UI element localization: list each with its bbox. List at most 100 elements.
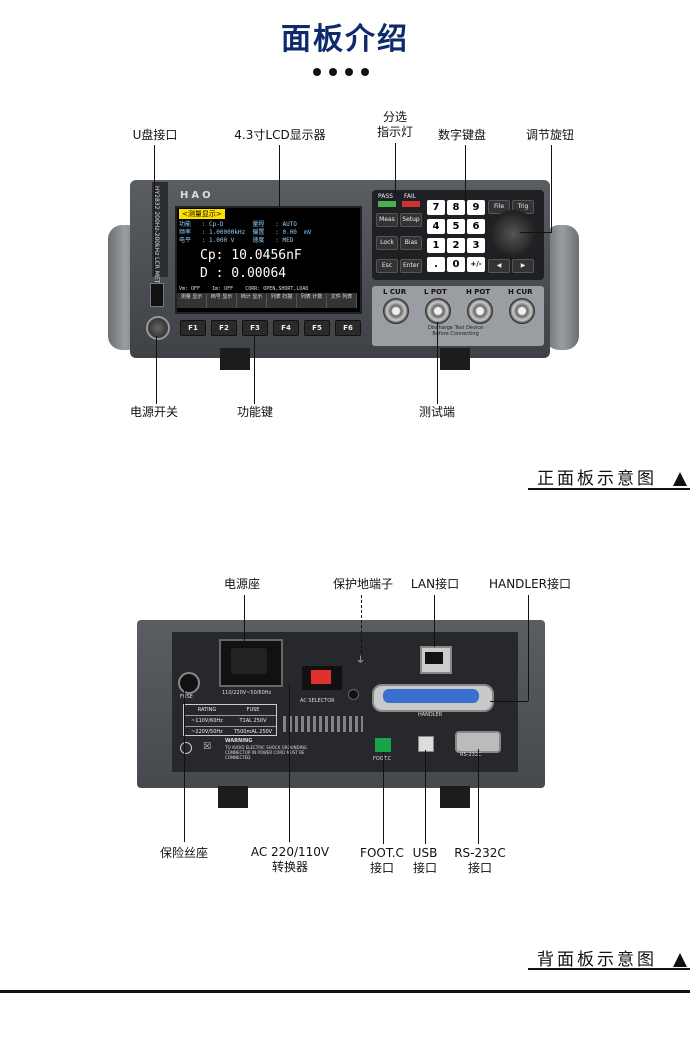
leader-knob-h [520, 232, 552, 233]
screen-row-1: 功能 : Cp-D 量程 : AUTO [179, 221, 297, 228]
power-button[interactable] [146, 316, 170, 340]
label-usb: U盘接口 [132, 128, 178, 142]
pass-indicator [378, 201, 396, 207]
screen-footer: Vm: OFF Im: OFF CORR: OPEN,SHORT,LOAD [179, 286, 309, 292]
screen-row-2: 频率 : 1.00000kHz 偏置 : 0.00 mV [179, 229, 312, 236]
softkey-label: 测量 显示 [177, 293, 207, 308]
dot-key[interactable]: . [427, 257, 445, 272]
f2-key[interactable]: F2 [211, 320, 237, 336]
fuse-holder[interactable] [178, 672, 200, 694]
digit-9-key[interactable]: 9 [467, 200, 485, 215]
table-cell: ~110V/60Hz [191, 718, 223, 724]
leader-keypad [465, 145, 466, 203]
front-side-strip [152, 182, 168, 277]
rear-caption-underline [528, 968, 690, 970]
leader-rs232 [478, 749, 479, 844]
leader-fuse [184, 690, 185, 842]
ground-screw [348, 689, 359, 700]
digit-2-key[interactable]: 2 [447, 238, 465, 253]
brand-logo: HAO [180, 190, 214, 201]
digit-8-key[interactable]: 8 [447, 200, 465, 215]
label-lcd: 4.3寸LCD显示器 [234, 128, 326, 142]
front-foot-left [220, 348, 250, 370]
digit-0-key[interactable]: 0 [447, 257, 465, 272]
terminal-label-lpot: L POT [424, 288, 447, 296]
f3-key[interactable]: F3 [242, 320, 268, 336]
ac-selector-label: AC SELECTOR [300, 698, 335, 704]
usb-port-front[interactable] [150, 283, 164, 307]
usb-port-rear[interactable] [418, 736, 434, 752]
front-caption-underline [528, 488, 690, 490]
softkey-label: 列表 计数 [297, 293, 327, 308]
f5-key[interactable]: F5 [304, 320, 330, 336]
screen-header: <测量显示> [179, 209, 225, 219]
warning-text: TO AVOID ELECTRIC SHOCK GROUNDING CONNEC… [225, 745, 307, 760]
leader-fkeys [254, 334, 255, 404]
leader-lan [434, 595, 435, 647]
fail-indicator [402, 201, 420, 207]
bnc-lpot[interactable] [425, 298, 451, 324]
label-rs232: RS-232C 接口 [454, 846, 506, 875]
left-arrow-key[interactable]: ◀ [488, 259, 510, 273]
digit-1-key[interactable]: 1 [427, 238, 445, 253]
vent-grille [283, 716, 363, 732]
front-right-handle [545, 225, 579, 350]
leader-sort-light [395, 143, 396, 193]
ac-selector-switch[interactable] [311, 670, 331, 684]
leader-lcd [279, 145, 280, 207]
terminal-label-hcur: H CUR [508, 288, 533, 296]
setup-key[interactable]: Setup [400, 213, 422, 227]
esc-key[interactable]: Esc [376, 259, 398, 273]
label-ac-switch: AC 220/110V 转换器 [250, 845, 330, 874]
enter-key[interactable]: Enter [400, 259, 422, 273]
digit-3-key[interactable]: 3 [467, 238, 485, 253]
lock-key[interactable]: Lock [376, 236, 398, 250]
adjust-knob[interactable] [489, 210, 537, 258]
leader-ac-switch [289, 684, 290, 842]
bnc-hcur[interactable] [509, 298, 535, 324]
meas-key[interactable]: Meas [376, 213, 398, 227]
f4-key[interactable]: F4 [273, 320, 299, 336]
power-socket[interactable] [219, 639, 283, 687]
leader-usb [154, 145, 155, 275]
lan-port-inner [425, 652, 443, 664]
label-foot: FOOT.C 接口 [360, 846, 404, 875]
rear-foot-left [218, 786, 248, 808]
digit-6-key[interactable]: 6 [467, 219, 485, 234]
ground-icon: ⏚ [356, 656, 366, 666]
caption-triangle-icon [673, 953, 687, 967]
digit-7-key[interactable]: 7 [427, 200, 445, 215]
table-cell: RATING [197, 707, 217, 713]
leader-handler-h [490, 701, 528, 702]
sign-key[interactable]: +/- [467, 257, 485, 272]
leader-power-socket [244, 595, 245, 643]
softkey-label: 档号 显示 [207, 293, 237, 308]
power-rating: 110/220V~50/60Hz [222, 690, 272, 696]
digit-5-key[interactable]: 5 [447, 219, 465, 234]
caption-triangle-icon [673, 472, 687, 486]
leader-terminal [437, 322, 438, 404]
f6-key[interactable]: F6 [335, 320, 361, 336]
leader-power [156, 336, 157, 404]
bottom-divider [0, 990, 690, 993]
right-arrow-key[interactable]: ▶ [512, 259, 534, 273]
power-socket-inner [231, 648, 267, 674]
label-sort-light: 分选 指示灯 [376, 110, 413, 139]
handler-port-inner [383, 689, 479, 703]
fail-light: FAIL [404, 193, 417, 200]
label-usb-rear: USB 接口 [412, 846, 438, 875]
f1-key[interactable]: F1 [180, 320, 206, 336]
terminal-label-lcur: L CUR [383, 288, 407, 296]
bias-key[interactable]: Bias [400, 236, 422, 250]
label-handler: HANDLER接口 [488, 577, 572, 591]
table-cell: ~220V/50Hz [191, 729, 223, 735]
bnc-lcur[interactable] [383, 298, 409, 324]
foot-c-port[interactable] [375, 738, 391, 752]
leader-ground [361, 595, 363, 653]
digit-4-key[interactable]: 4 [427, 219, 445, 234]
screen-softkeys: 测量 显示 档号 显示 档计 显示 列表 扫描 列表 计数 文件 列表 [177, 293, 357, 308]
pass-light: PASS [378, 193, 393, 200]
bnc-hpot[interactable] [467, 298, 493, 324]
